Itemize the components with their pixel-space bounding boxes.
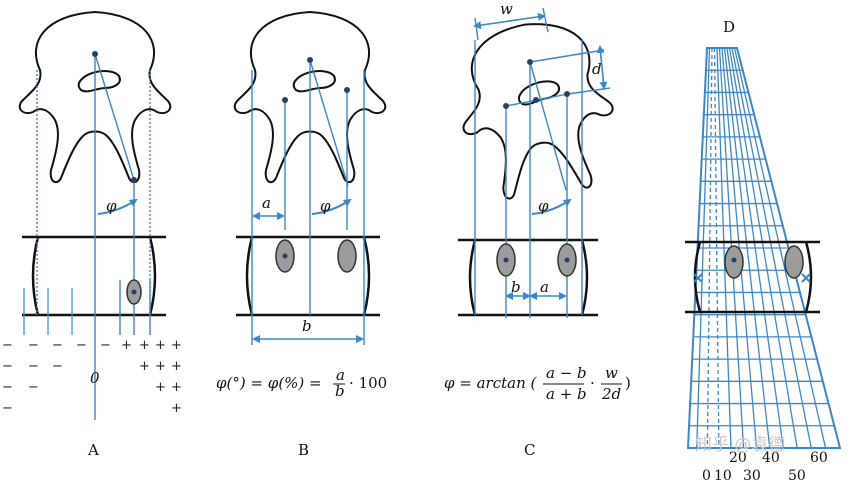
sign-r2-c2: − bbox=[28, 359, 39, 374]
sign-r3-c1: − bbox=[2, 380, 13, 395]
sign-r4-c2: + bbox=[171, 401, 182, 416]
sign-r1-c6: + bbox=[121, 338, 132, 353]
dim-a-label-b: a bbox=[262, 194, 271, 212]
sign-r3-c4: + bbox=[171, 380, 182, 395]
pedicle-center-a bbox=[131, 289, 137, 295]
formula-c-frac2-num: w bbox=[605, 364, 618, 382]
dim-a-label-c: a bbox=[540, 278, 549, 296]
vertebral-body-a bbox=[22, 235, 166, 317]
panel-label-c: C bbox=[524, 441, 535, 459]
sign-r1-c3: − bbox=[52, 338, 63, 353]
sign-r2-c6: + bbox=[171, 359, 182, 374]
pedicle-entry-right-b bbox=[344, 87, 350, 93]
vertebral-body-d bbox=[685, 240, 820, 314]
scale-lines-a bbox=[23, 288, 73, 335]
formula-c-frac1-num: a − b bbox=[546, 364, 587, 382]
pedicle-right-center-c bbox=[564, 257, 570, 263]
vertebral-body-c bbox=[458, 238, 598, 317]
rotation-arc-c bbox=[531, 198, 572, 215]
pedicle-entry-right-c bbox=[564, 91, 570, 97]
sign-r1-c8: + bbox=[155, 338, 166, 353]
watermark: 知乎 @袁德 bbox=[695, 435, 785, 455]
dim-b-label-b: b bbox=[302, 317, 312, 335]
dim-w-arrow-c bbox=[473, 12, 546, 30]
formula-c-close: ) bbox=[625, 374, 631, 392]
panel-b: φ a b φ(°) = φ(%) = a b · 100 B bbox=[216, 11, 387, 459]
formula-c-dot: · bbox=[590, 374, 595, 392]
pedicle-left-center-c bbox=[503, 257, 509, 263]
formula-b-frac-den: b bbox=[335, 382, 345, 400]
dim-b-label-c: b bbox=[511, 278, 521, 296]
sign-r2-c4: + bbox=[139, 359, 150, 374]
sign-r2-c1: − bbox=[2, 359, 13, 374]
formula-b-frac-num: a bbox=[336, 366, 345, 384]
formula-b: φ(°) = φ(%) = a b · 100 bbox=[216, 366, 387, 400]
tick-bottom-30: 30 bbox=[743, 468, 761, 484]
centroid-dot-a bbox=[92, 51, 98, 57]
phi-label-c: φ bbox=[538, 197, 549, 215]
dim-w-label-c: w bbox=[500, 0, 513, 18]
formula-b-tail: · 100 bbox=[349, 374, 387, 392]
tick-bottom-10: 10 bbox=[714, 468, 732, 484]
sign-r1-c4: − bbox=[76, 338, 87, 353]
guide-lines-b bbox=[251, 59, 365, 345]
dim-d-label-c: d bbox=[592, 60, 602, 78]
centroid-dot-b bbox=[307, 57, 313, 63]
sign-r2-c3: − bbox=[52, 359, 63, 374]
pedicle-left-center-d bbox=[731, 257, 737, 263]
rotation-arc-b bbox=[311, 198, 352, 215]
vertebral-body-b bbox=[236, 235, 380, 317]
pedicle-entry-left-b bbox=[282, 97, 288, 103]
phi-label-b: φ bbox=[320, 197, 331, 215]
panel-label-d: D bbox=[723, 18, 735, 36]
waist-marker-right-d bbox=[801, 273, 811, 283]
sign-r1-c9: + bbox=[171, 338, 182, 353]
rotation-grid-d bbox=[686, 47, 842, 449]
formula-c: φ = arctan ( a − b a + b · w 2d ) bbox=[444, 364, 631, 403]
sign-r3-c2: − bbox=[28, 380, 39, 395]
formula-c-frac2-den: 2d bbox=[601, 385, 621, 403]
sign-r4-c1: − bbox=[2, 401, 13, 416]
panel-label-a: A bbox=[87, 441, 99, 459]
formula-c-frac1-den: a + b bbox=[546, 385, 587, 403]
centroid-dot-c bbox=[527, 59, 533, 65]
sign-r3-c3: + bbox=[155, 380, 166, 395]
sign-r1-c5: − bbox=[100, 338, 111, 353]
dim-d-arrow-c bbox=[596, 45, 608, 90]
tick-bottom-50: 50 bbox=[788, 468, 806, 484]
tick-top-60: 60 bbox=[810, 450, 828, 466]
sign-r1-c7: + bbox=[139, 338, 150, 353]
rotation-arc-a bbox=[97, 198, 138, 215]
formula-c-lhs: φ = arctan ( bbox=[444, 374, 538, 392]
pedicle-right-d bbox=[784, 245, 804, 279]
sign-grid-a: − − − − − + + + + − − − 0 + + + − − + + … bbox=[2, 338, 182, 416]
panel-a: φ − − − − − + + + + − − − 0 + + + − − + … bbox=[2, 11, 182, 459]
pedicle-entry-mid-c bbox=[533, 97, 539, 103]
sign-r1-c1: − bbox=[2, 338, 13, 353]
pedicle-entry-left-c bbox=[503, 103, 509, 109]
vertebra-outline-c bbox=[449, 13, 625, 205]
tick-top-20: 20 bbox=[729, 450, 747, 466]
zero-label-a: 0 bbox=[90, 369, 100, 387]
tick-bottom-0: 0 bbox=[702, 468, 711, 484]
sign-r1-c2: − bbox=[28, 338, 39, 353]
waist-marker-left-d bbox=[693, 273, 703, 283]
panel-c: w d φ b a φ = arctan ( a − b a + b · w 2… bbox=[444, 0, 631, 459]
pedicle-right-b bbox=[337, 239, 357, 273]
phi-label-a: φ bbox=[106, 197, 117, 215]
guide-lines-c bbox=[474, 7, 611, 318]
panel-d: D 20 40 60 0 10 30 50 bbox=[685, 18, 842, 484]
pedicle-left-center-b bbox=[282, 253, 288, 259]
panel-label-b: B bbox=[298, 441, 309, 459]
formula-b-lhs: φ(°) = φ(%) = bbox=[216, 374, 322, 392]
tick-top-40: 40 bbox=[762, 450, 780, 466]
sign-r2-c5: + bbox=[155, 359, 166, 374]
spinous-dot-a bbox=[131, 177, 137, 183]
